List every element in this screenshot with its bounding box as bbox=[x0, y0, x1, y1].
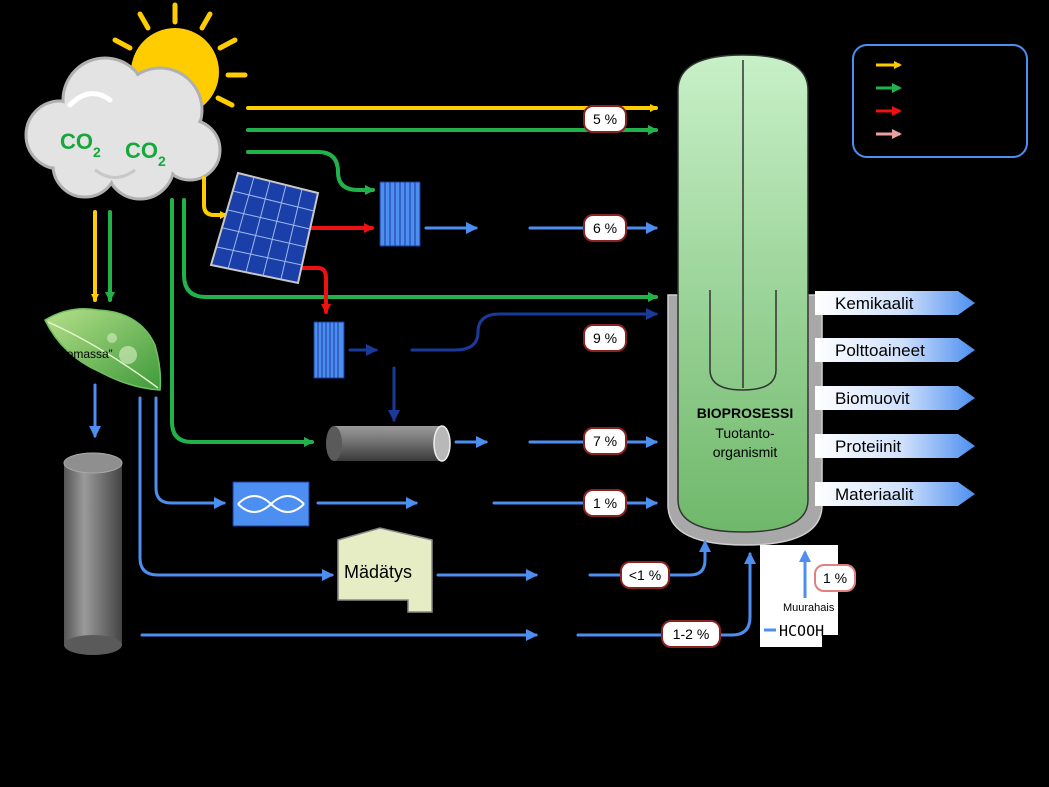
co2-to-electrolyzer-arrow bbox=[246, 150, 375, 195]
output-arrow-materiaalit bbox=[815, 482, 975, 506]
pill-5: 5 % bbox=[583, 105, 627, 133]
formic-formula: HCOOH bbox=[779, 622, 824, 640]
co2-label-b-sub: 2 bbox=[158, 153, 166, 169]
pill-1-text: 1 % bbox=[593, 495, 617, 511]
svg-text:CO2: CO2 bbox=[60, 129, 101, 160]
output-arrow-biomuovit bbox=[815, 386, 975, 410]
biomass-label: “Biomassa” bbox=[52, 347, 113, 361]
pill-7-text: 7 % bbox=[593, 433, 617, 449]
digestion-box bbox=[337, 527, 433, 613]
biomass-to-hydrolysis-arrow bbox=[154, 396, 226, 509]
co2-cloud-icon bbox=[24, 56, 222, 201]
bioprocess-line1: Tuotanto- bbox=[715, 425, 775, 441]
lt1-to-reactor-arrow bbox=[588, 540, 711, 577]
pill-6: 6 % bbox=[583, 214, 627, 242]
pill-formic: 1 % bbox=[814, 564, 856, 592]
pill-1-2-text: 1-2 % bbox=[673, 626, 710, 642]
electricity-to-cell-arrow bbox=[298, 266, 331, 314]
co2-label-a: CO bbox=[60, 129, 93, 154]
biomass-silo-icon bbox=[63, 452, 123, 655]
solar-panel-icon bbox=[209, 171, 320, 285]
output-arrow-kemikaalit bbox=[815, 291, 975, 315]
legend bbox=[852, 44, 1028, 158]
co2-to-tube-arrow bbox=[170, 198, 314, 447]
pill-lt1-text: <1 % bbox=[629, 567, 661, 583]
pill-1: 1 % bbox=[583, 489, 627, 517]
output-label-biomuovit: Biomuovit bbox=[835, 389, 910, 408]
pill-1-2: 1-2 % bbox=[661, 620, 721, 648]
output-label-kemikaalit: Kemikaalit bbox=[835, 294, 914, 313]
bioprocess-title: BIOPROSESSI bbox=[697, 405, 793, 421]
electrolyzer-icon bbox=[379, 181, 421, 247]
pill-6-text: 6 % bbox=[593, 220, 617, 236]
pill-5-text: 5 % bbox=[593, 111, 617, 127]
pill-9: 9 % bbox=[583, 324, 627, 352]
p1-2-to-reactor-arrow bbox=[576, 552, 756, 637]
biomass-to-digestion-arrow bbox=[138, 396, 334, 581]
output-arrow-polttoaineet bbox=[815, 338, 975, 362]
pill-9-text: 9 % bbox=[593, 330, 617, 346]
pill-lt1: <1 % bbox=[620, 561, 670, 589]
leaf-icon bbox=[44, 308, 162, 391]
p9-to-reactor-arrow bbox=[410, 308, 658, 352]
pill-7: 7 % bbox=[583, 427, 627, 455]
output-arrows bbox=[815, 291, 975, 506]
fuel-cell-stack-icon bbox=[313, 321, 345, 379]
svg-text:CO2: CO2 bbox=[125, 138, 166, 169]
co2-label-b: CO bbox=[125, 138, 158, 163]
co2-long-arrow bbox=[182, 198, 658, 302]
sunlight-to-solar-arrow bbox=[202, 176, 228, 219]
pill-formic-text: 1 % bbox=[823, 570, 847, 586]
output-label-materiaalit: Materiaalit bbox=[835, 485, 914, 504]
hydrolysis-icon bbox=[232, 481, 310, 527]
output-label-proteiinit: Proteiinit bbox=[835, 437, 901, 456]
digestion-label: Mädätys bbox=[344, 562, 412, 582]
output-arrow-proteiinit bbox=[815, 434, 975, 458]
bioreactor bbox=[667, 54, 823, 546]
co2-label-a-sub: 2 bbox=[93, 144, 101, 160]
bioprocess-line2: organismit bbox=[713, 444, 778, 460]
fermenter-tube-icon bbox=[326, 425, 451, 462]
output-label-polttoaineet: Polttoaineet bbox=[835, 341, 925, 360]
formic-name: Muurahais bbox=[783, 602, 835, 614]
